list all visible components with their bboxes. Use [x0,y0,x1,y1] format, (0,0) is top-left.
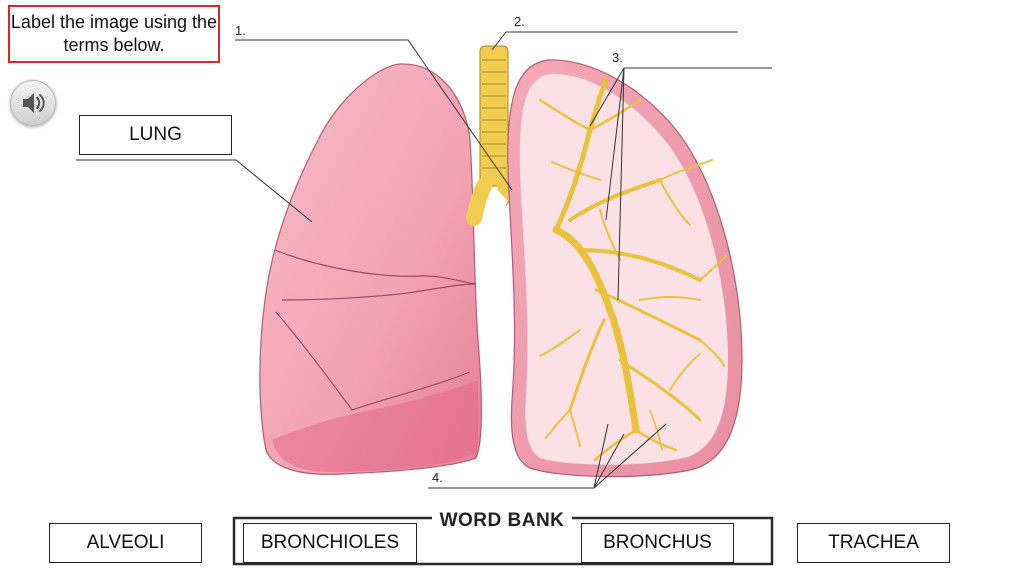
placed-label-lung[interactable]: LUNG [79,115,232,155]
number-label-2: 2. [514,14,525,29]
term-label: ALVEOLI [86,532,165,553]
term-trachea[interactable]: TRACHEA [797,523,950,563]
right-lung-cutaway [507,59,743,478]
term-label: TRACHEA [828,532,919,553]
number-label-4: 4. [432,470,443,485]
placed-label-text: LUNG [129,124,182,145]
term-label: BRONCHIOLES [260,532,400,553]
number-label-1: 1. [235,23,246,38]
instruction-box: Label the image using the terms below. [8,5,220,63]
term-bronchioles[interactable]: BRONCHIOLES [243,523,417,563]
audio-button[interactable] [10,80,56,126]
speaker-icon [23,93,45,113]
term-label: BRONCHUS [603,532,712,553]
instruction-text: Label the image using the terms below. [10,12,218,55]
term-alveoli[interactable]: ALVEOLI [49,523,202,563]
number-label-3: 3. [612,50,623,65]
left-lung [259,63,483,475]
term-bronchus[interactable]: BRONCHUS [581,523,734,563]
word-bank-frame: WORD BANK [232,510,774,566]
word-bank-title: WORD BANK [440,510,565,531]
leader-lines [76,31,772,489]
